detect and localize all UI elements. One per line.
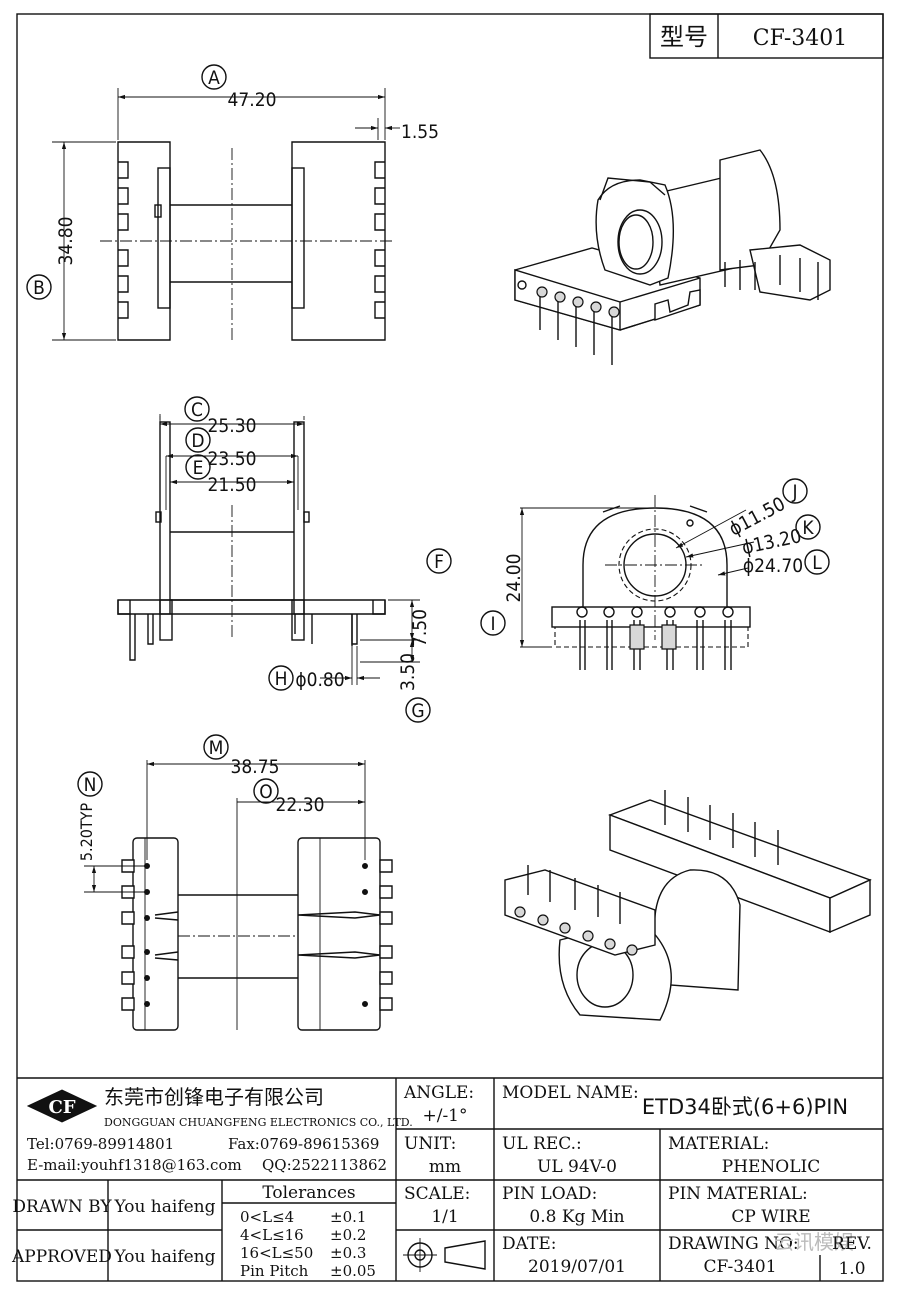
dim-n-value: 5.20TYP bbox=[77, 803, 96, 862]
side-view: 24.00 I ϕ11.50 ϕ13.20 ϕ24.70 J K L bbox=[480, 478, 830, 670]
company-name-en: DONGGUAN CHUANGFENG ELECTRONICS CO., LTD… bbox=[104, 1116, 413, 1129]
dim-i-tag: I bbox=[490, 613, 495, 635]
dim-j-tag: J bbox=[791, 481, 797, 503]
dim-d-tag: D bbox=[191, 430, 204, 452]
dim-f-tag: F bbox=[434, 551, 444, 573]
rev-label: REV. bbox=[832, 1234, 872, 1254]
scale-label: SCALE: bbox=[404, 1184, 470, 1204]
dim-m-tag: M bbox=[209, 737, 224, 759]
dim-i-value: 24.00 bbox=[503, 554, 525, 603]
sheet-border bbox=[16, 13, 884, 1282]
tolerance-range-2: 4<L≤16 bbox=[240, 1226, 304, 1244]
dim-m-value: 38.75 bbox=[231, 756, 280, 778]
ul-rec-label: UL REC.: bbox=[502, 1134, 582, 1154]
company-tel: Tel:0769-89914801 bbox=[27, 1135, 174, 1153]
material-value: PHENOLIC bbox=[722, 1157, 821, 1177]
top-view: 47.20 A 1.55 34.80 B bbox=[26, 64, 439, 341]
model-label: 型号 bbox=[660, 23, 708, 51]
dim-b-tag-circle bbox=[26, 274, 52, 300]
dim-d-value: 23.50 bbox=[208, 448, 257, 470]
dim-c-tag: C bbox=[191, 399, 203, 421]
projection-symbol-icon bbox=[403, 1238, 486, 1272]
tolerance-range-4: Pin Pitch bbox=[240, 1262, 309, 1280]
approved-value: You haifeng bbox=[113, 1247, 215, 1267]
date-label: DATE: bbox=[502, 1234, 556, 1254]
tolerance-value-1: ±0.1 bbox=[330, 1208, 366, 1226]
pin-material-label: PIN MATERIAL: bbox=[668, 1184, 808, 1204]
company-logo: CF bbox=[48, 1097, 75, 1118]
tolerance-value-3: ±0.3 bbox=[330, 1244, 366, 1262]
dim-g-tag: G bbox=[411, 700, 424, 722]
scale-value: 1/1 bbox=[431, 1207, 458, 1227]
dim-k-tag: K bbox=[802, 517, 814, 539]
dim-e-value: 21.50 bbox=[208, 474, 257, 496]
pin-material-value: CP WIRE bbox=[731, 1207, 810, 1227]
dim-l-tag: L bbox=[812, 552, 822, 574]
company-name-cn: 东莞市创锋电子有限公司 bbox=[104, 1085, 324, 1109]
drawn-by-value: You haifeng bbox=[113, 1197, 215, 1217]
isometric-view-bottom bbox=[504, 790, 872, 1021]
dim-c-value: 25.30 bbox=[208, 415, 257, 437]
dim-thickness-value: 1.55 bbox=[401, 121, 439, 143]
tolerance-range-1: 0<L≤4 bbox=[240, 1208, 294, 1226]
company-fax: Fax:0769-89615369 bbox=[228, 1135, 379, 1153]
title-block: CF 东莞市创锋电子有限公司 DONGGUAN CHUANGFENG ELECT… bbox=[11, 1077, 883, 1281]
model-name-value: ETD34卧式(6+6)PIN bbox=[642, 1095, 848, 1119]
dim-n-tag: N bbox=[84, 774, 97, 796]
dim-o-tag: O bbox=[259, 781, 272, 803]
dim-a-value: 47.20 bbox=[228, 89, 277, 111]
pin-load-value: 0.8 Kg Min bbox=[529, 1207, 624, 1227]
model-name-label: MODEL NAME: bbox=[502, 1083, 639, 1103]
pin-load-label: PIN LOAD: bbox=[502, 1184, 597, 1204]
dim-h-value: ϕ0.80 bbox=[295, 669, 344, 691]
approved-label: APPROVED bbox=[11, 1247, 112, 1267]
dim-a-tag-circle bbox=[201, 64, 227, 90]
dim-b-tag: B bbox=[33, 277, 45, 299]
dim-h-tag: H bbox=[275, 668, 288, 690]
tolerance-range-3: 16<L≤50 bbox=[240, 1244, 313, 1262]
unit-label: UNIT: bbox=[404, 1134, 456, 1154]
watermark: 云讯模娱 bbox=[774, 1230, 854, 1254]
company-logo-diamond bbox=[26, 1089, 98, 1123]
dim-l-value: ϕ24.70 bbox=[743, 555, 803, 577]
company-qq: QQ:2522113862 bbox=[262, 1156, 387, 1174]
dim-b-value: 34.80 bbox=[55, 217, 77, 266]
angle-label: ANGLE: bbox=[403, 1083, 474, 1103]
material-label: MATERIAL: bbox=[668, 1134, 769, 1154]
drawn-by-label: DRAWN BY bbox=[12, 1197, 112, 1217]
bottom-view: 38.75 M 22.30 O 5.20TYP N bbox=[77, 734, 393, 1031]
unit-value: mm bbox=[429, 1157, 461, 1177]
tolerance-value-4: ±0.05 bbox=[330, 1262, 376, 1280]
dim-f-value: 7.50 bbox=[409, 609, 431, 647]
model-value: CF-3401 bbox=[753, 26, 848, 51]
front-view: 25.30 C 23.50 D 21.50 E 7.50 F 3.50 G bbox=[117, 396, 452, 723]
dim-o-value: 22.30 bbox=[276, 794, 325, 816]
drawing-no-value: CF-3401 bbox=[703, 1257, 776, 1277]
drawing-no-label: DRAWING NO: bbox=[668, 1234, 799, 1254]
model-number-box: 型号 CF-3401 bbox=[649, 13, 884, 59]
rev-value: 1.0 bbox=[838, 1259, 865, 1279]
company-email: E-mail:youhf1318@163.com bbox=[27, 1156, 242, 1174]
angle-value: +/-1° bbox=[422, 1106, 467, 1126]
dim-a-tag: A bbox=[208, 67, 220, 89]
ul-rec-value: UL 94V-0 bbox=[537, 1157, 617, 1177]
date-value: 2019/07/01 bbox=[528, 1257, 626, 1277]
dim-e-tag: E bbox=[193, 457, 204, 479]
tolerances-label: Tolerances bbox=[262, 1183, 355, 1203]
dim-g-value: 3.50 bbox=[397, 653, 419, 691]
tolerance-value-2: ±0.2 bbox=[330, 1226, 366, 1244]
isometric-view-top bbox=[514, 149, 831, 365]
